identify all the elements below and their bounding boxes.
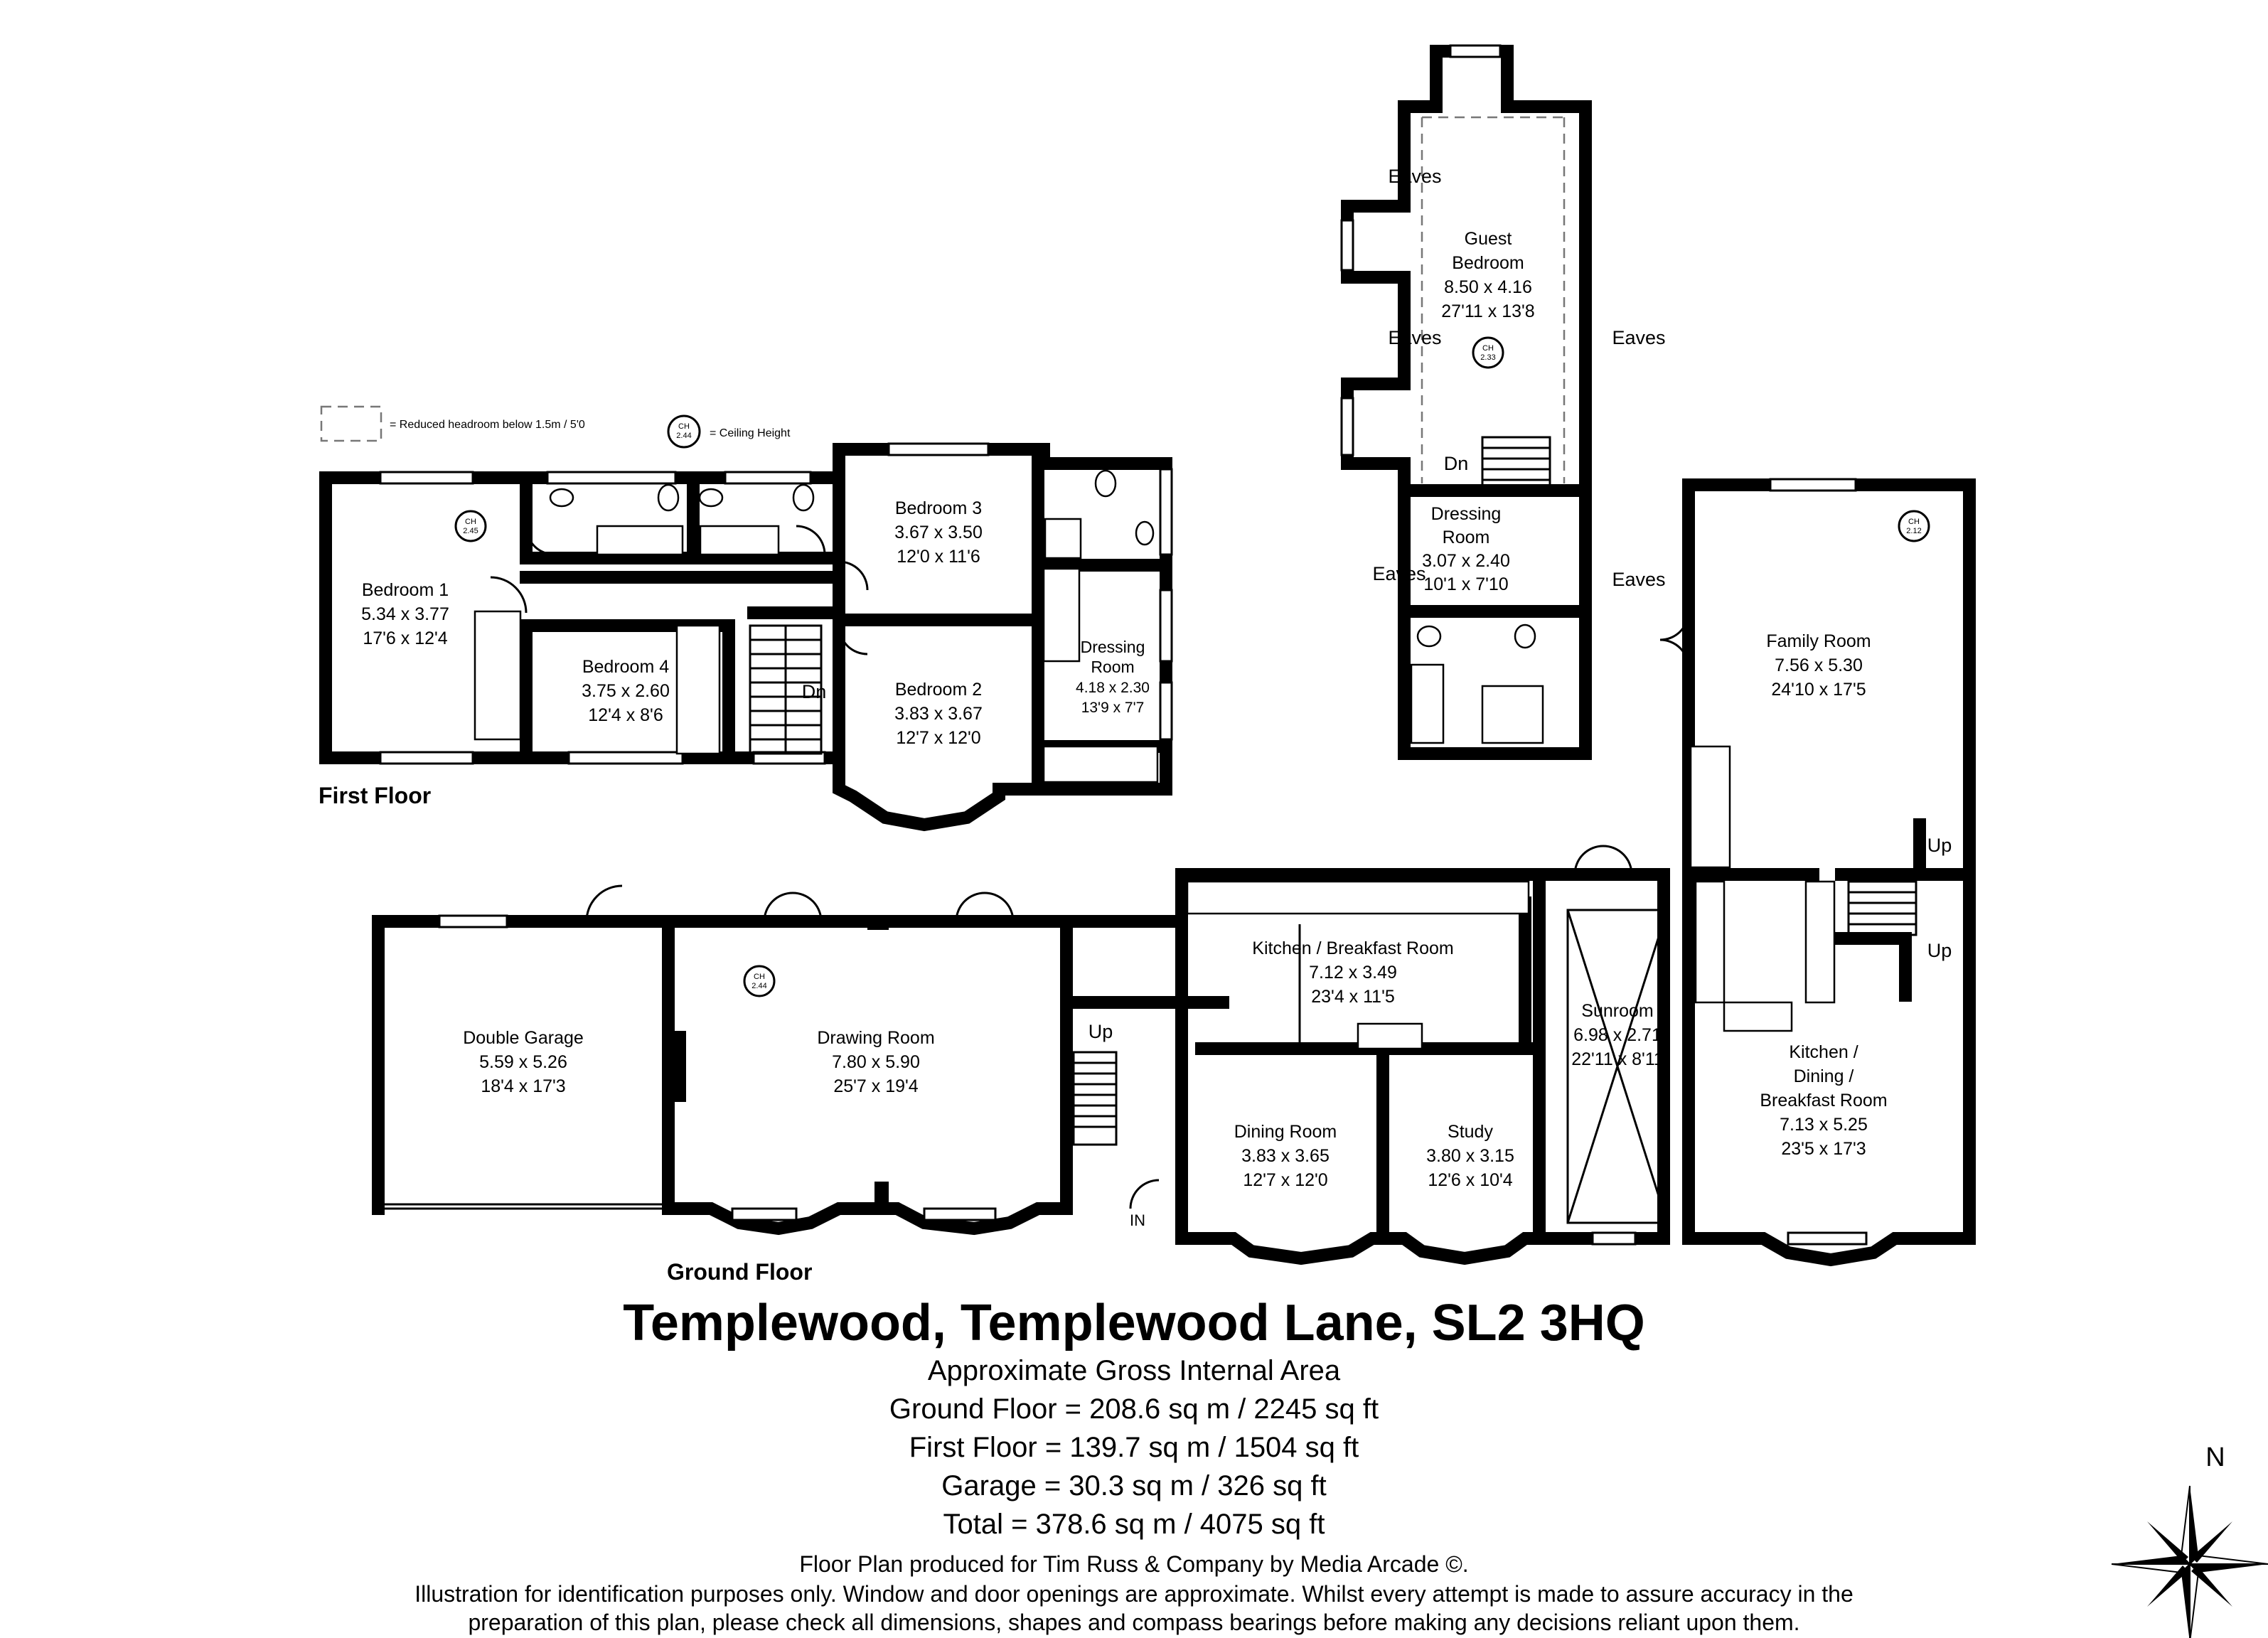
bedroom4-metric: 3.75 x 2.60	[582, 681, 670, 701]
kdb-metric: 7.13 x 5.25	[1780, 1115, 1868, 1135]
guest-name1: Guest	[1465, 229, 1512, 249]
first-floor-dn: Dn	[802, 681, 827, 702]
ch-marker-guest	[1472, 336, 1504, 369]
legend-ch-value: 2.44	[676, 432, 691, 440]
bedroom1-name: Bedroom 1	[362, 580, 449, 600]
ground-floor-labels: Double Garage 5.59 x 5.26 18'4 x 17'3 CH…	[463, 510, 1952, 1285]
guest-floor-dn: Dn	[1444, 453, 1469, 474]
area-total: Total = 378.6 sq m / 4075 sq ft	[943, 1509, 1325, 1540]
bedroom3-imperial: 12'0 x 11'6	[897, 547, 980, 567]
study-name: Study	[1448, 1122, 1493, 1142]
first-floor-title: First Floor	[319, 783, 431, 808]
legend: = Reduced headroom below 1.5m / 5'0 CH 2…	[320, 405, 791, 449]
svg-text:CH: CH	[1908, 518, 1920, 526]
bedroom1-imperial: 17'6 x 12'4	[363, 628, 447, 648]
eaves-label-3: Eaves	[1612, 327, 1665, 348]
ch-marker-drawing	[743, 965, 776, 997]
family-up-1: Up	[1927, 835, 1952, 856]
dining-name: Dining Room	[1234, 1122, 1337, 1142]
eaves-label-4: Eaves	[1372, 563, 1425, 584]
dressing2-name2: Room	[1443, 528, 1490, 547]
bedroom1-metric: 5.34 x 3.77	[361, 604, 449, 624]
ceiling-height-marker	[667, 414, 701, 449]
kdb-name3: Breakfast Room	[1760, 1091, 1887, 1110]
svg-text:2.45: 2.45	[463, 527, 478, 535]
svg-text:2.44: 2.44	[751, 982, 766, 990]
ground-floor-plan	[372, 478, 1976, 1267]
bedroom4-imperial: 12'4 x 8'6	[588, 705, 663, 725]
eaves-label-1: Eaves	[1388, 166, 1441, 187]
svg-text:CH: CH	[754, 973, 765, 981]
kdb-imperial: 23'5 x 17'3	[1781, 1139, 1866, 1159]
guest-imperial: 27'11 x 13'8	[1441, 301, 1534, 321]
drawing-name: Drawing Room	[817, 1028, 934, 1048]
bedroom2-imperial: 12'7 x 12'0	[896, 728, 980, 748]
kitchen-imperial: 23'4 x 11'5	[1311, 987, 1395, 1007]
area-heading: Approximate Gross Internal Area	[927, 1355, 1341, 1386]
kitchen-name: Kitchen / Breakfast Room	[1252, 938, 1453, 958]
dressing2-metric: 3.07 x 2.40	[1422, 551, 1510, 571]
kdb-name2: Dining /	[1794, 1066, 1854, 1086]
guest-floor-plan: Eaves Eaves Eaves Eaves Eaves Guest Bedr…	[1340, 44, 1666, 760]
first-floor-plan	[319, 442, 1173, 832]
family-up-2: Up	[1927, 940, 1952, 961]
svg-text:2.12: 2.12	[1906, 527, 1921, 535]
family-metric: 7.56 x 5.30	[1775, 655, 1863, 675]
hall-up: Up	[1088, 1021, 1113, 1042]
kdb-name1: Kitchen /	[1789, 1042, 1858, 1062]
svg-text:CH: CH	[465, 518, 476, 526]
compass-north: N	[2205, 1442, 2225, 1472]
entrance-in: IN	[1130, 1211, 1145, 1229]
bedroom3-name: Bedroom 3	[895, 498, 982, 518]
bedroom4-name: Bedroom 4	[582, 657, 669, 677]
legend-ch-prefix: CH	[678, 422, 690, 431]
sunroom-metric: 6.98 x 2.71	[1573, 1025, 1662, 1045]
legend-ceiling-text: = Ceiling Height	[710, 427, 791, 439]
dressing1-name1: Dressing	[1081, 638, 1145, 656]
drawing-metric: 7.80 x 5.90	[832, 1052, 920, 1072]
dressing1-metric: 4.18 x 2.30	[1076, 680, 1150, 696]
legend-reduced-text: = Reduced headroom below 1.5m / 5'0	[390, 419, 585, 431]
sunroom-imperial: 22'11 x 8'11	[1571, 1049, 1664, 1069]
dressing1-name2: Room	[1091, 658, 1134, 676]
area-first: First Floor = 139.7 sq m / 1504 sq ft	[909, 1432, 1359, 1463]
study-imperial: 12'6 x 10'4	[1428, 1170, 1512, 1190]
dining-imperial: 12'7 x 12'0	[1243, 1170, 1327, 1190]
bedroom2-metric: 3.83 x 3.67	[894, 704, 983, 724]
svg-text:CH: CH	[1482, 344, 1494, 353]
bedroom2-name: Bedroom 2	[895, 680, 982, 700]
dressing1-imperial: 13'9 x 7'7	[1081, 700, 1145, 716]
disclaimer-line2: preparation of this plan, please check a…	[468, 1610, 1800, 1635]
dressing2-name1: Dressing	[1431, 504, 1502, 524]
first-floor-labels: CH 2.45 Bedroom 1 5.34 x 3.77 17'6 x 12'…	[319, 498, 1150, 808]
reduced-headroom-swatch	[320, 405, 383, 442]
bedroom3-metric: 3.67 x 3.50	[894, 523, 983, 542]
disclaimer-line1: Illustration for identification purposes…	[414, 1581, 1854, 1607]
compass-icon: N	[2111, 1442, 2268, 1638]
kitchen-metric: 7.12 x 3.49	[1309, 963, 1397, 983]
dining-metric: 3.83 x 3.65	[1241, 1146, 1330, 1166]
page-title: Templewood, Templewood Lane, SL2 3HQ	[623, 1295, 1645, 1351]
garage-imperial: 18'4 x 17'3	[481, 1076, 565, 1096]
family-imperial: 24'10 x 17'5	[1771, 680, 1866, 700]
guest-metric: 8.50 x 4.16	[1444, 277, 1532, 297]
ch-marker-family	[1898, 510, 1930, 542]
family-name: Family Room	[1766, 631, 1871, 651]
guest-name2: Bedroom	[1452, 253, 1524, 273]
dressing2-imperial: 10'1 x 7'10	[1423, 574, 1508, 594]
garage-name: Double Garage	[463, 1028, 584, 1048]
sunroom-name: Sunroom	[1581, 1001, 1653, 1021]
eaves-label-2: Eaves	[1388, 327, 1441, 348]
garage-metric: 5.59 x 5.26	[479, 1052, 567, 1072]
area-garage: Garage = 30.3 sq m / 326 sq ft	[941, 1470, 1327, 1502]
eaves-label-5: Eaves	[1612, 569, 1665, 590]
drawing-imperial: 25'7 x 19'4	[833, 1076, 918, 1096]
ground-floor-title: Ground Floor	[667, 1259, 812, 1285]
svg-text:2.33: 2.33	[1480, 353, 1495, 362]
credit-text: Floor Plan produced for Tim Russ & Compa…	[799, 1551, 1469, 1577]
ch-marker-bedroom1	[454, 510, 487, 542]
study-metric: 3.80 x 3.15	[1426, 1146, 1514, 1166]
area-ground: Ground Floor = 208.6 sq m / 2245 sq ft	[889, 1393, 1379, 1425]
